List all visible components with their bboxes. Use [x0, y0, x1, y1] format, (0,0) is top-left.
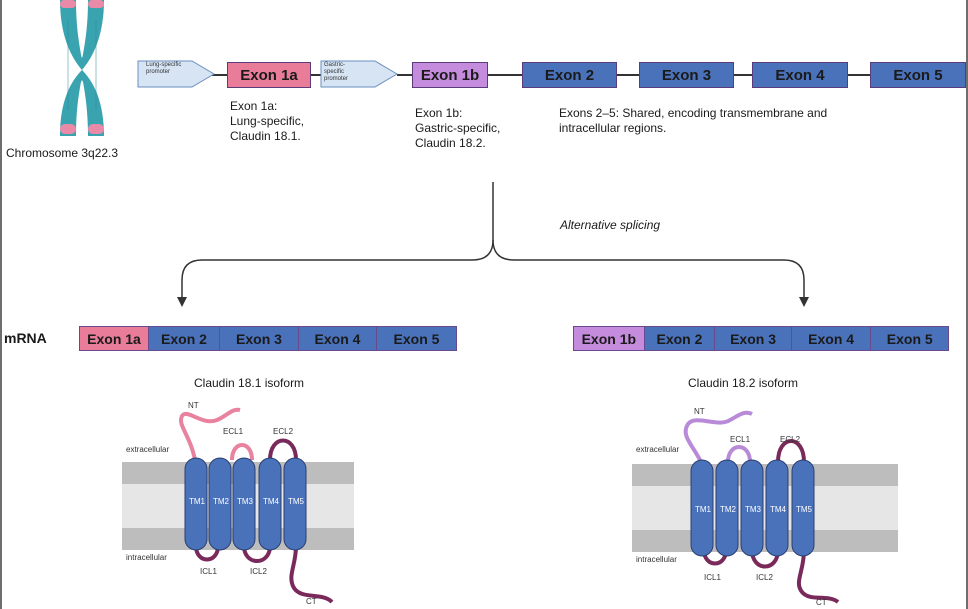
tm3-label: TM3 [745, 505, 762, 514]
mrna-label: mRNA [4, 330, 47, 346]
tm1-helix [690, 459, 714, 557]
icl2-loop [242, 545, 272, 563]
exon1b-note-line: Gastric-specific, [415, 121, 501, 135]
tm4-label: TM4 [263, 497, 280, 506]
ct-tail [289, 545, 334, 604]
shared-note-line: intracellular regions. [559, 121, 667, 135]
mrna-left-exon: Exon 4 [299, 327, 377, 350]
ecl1-label: ECL1 [223, 427, 244, 436]
intracellular-label: intracellular [126, 553, 167, 562]
nt-tail [179, 407, 241, 467]
exon1b-note: Exon 1b: Gastric-specific, Claudin 18.2. [415, 106, 500, 151]
ecl2-label: ECL2 [780, 435, 801, 444]
lung-promoter-arrow [137, 60, 215, 88]
mrna-right-exon: Exon 3 [715, 327, 792, 350]
tm2-label: TM2 [213, 497, 230, 506]
icl2-label: ICL2 [250, 567, 267, 576]
nt-tail [683, 410, 753, 465]
tm2-helix [715, 459, 739, 557]
mrna-right-exon: Exon 2 [644, 327, 716, 350]
ct-label: CT [816, 598, 827, 607]
mrna-right-exon: Exon 1b [574, 327, 645, 350]
tm5-helix [791, 459, 815, 557]
tm2-label: TM2 [720, 505, 737, 514]
tm4-helix [765, 459, 789, 557]
tm4-label: TM4 [770, 505, 787, 514]
exon1b-note-line: Exon 1b: [415, 106, 463, 120]
mrna-left: Exon 1a Exon 2 Exon 3 Exon 4 Exon 5 [79, 326, 457, 351]
ecl1-label: ECL1 [730, 435, 751, 444]
exon1a-note-line: Claudin 18.1. [230, 129, 301, 143]
splicing-label: Alternative splicing [560, 218, 661, 232]
tm3-helix [232, 457, 256, 551]
mrna-right: Exon 1b Exon 2 Exon 3 Exon 4 Exon 5 [573, 326, 949, 351]
intracellular-label: intracellular [636, 555, 677, 564]
extracellular-label: extracellular [636, 445, 679, 454]
gene-exon-1b: Exon 1b [412, 62, 488, 88]
gene-exon-3: Exon 3 [639, 62, 734, 88]
mrna-left-exon: Exon 1a [80, 327, 149, 350]
mrna-left-exon: Exon 5 [377, 327, 456, 350]
gene-exon-4: Exon 4 [752, 62, 848, 88]
tm3-helix [740, 459, 764, 557]
extracellular-label: extracellular [126, 445, 169, 454]
tm4-helix [258, 457, 282, 551]
tm3-label: TM3 [237, 497, 254, 506]
tm2-helix [208, 457, 232, 551]
gastric-promoter-label: Gastric-specific promoter [324, 62, 349, 82]
gene-line [848, 74, 870, 76]
ecl2-loop [776, 439, 806, 463]
icl1-label: ICL1 [200, 567, 217, 576]
gastric-promoter-arrow [320, 60, 398, 88]
membrane-core [632, 486, 898, 530]
icl1-label: ICL1 [704, 573, 721, 582]
exon1a-note-line: Lung-specific, [230, 114, 305, 128]
mrna-right-exon: Exon 4 [791, 327, 872, 350]
ecl1-loop [230, 443, 254, 461]
gene-exon-2: Exon 2 [522, 62, 617, 88]
gene-line [310, 74, 324, 76]
shared-note-line: Exons 2–5: Shared, encoding transmembran… [559, 106, 828, 120]
nt-label: NT [188, 401, 199, 410]
gene-line [734, 74, 752, 76]
tm1-label: TM1 [189, 497, 206, 506]
exon1a-note-line: Exon 1a: [230, 99, 278, 113]
tm1-helix [184, 457, 208, 551]
claudin-18-2-topology: TM1 TM2 TM3 TM4 TM5 NT ECL1 ECL2 extrace… [632, 407, 898, 607]
nt-label: NT [694, 407, 705, 416]
mrna-right-exon: Exon 5 [871, 327, 949, 350]
exon1b-note-line: Claudin 18.2. [415, 136, 486, 150]
claudin-18-1-topology: TM1 TM2 TM3 TM4 TM5 NT ECL1 ECL2 extrace… [122, 401, 354, 606]
claudin-18-1-title: Claudin 18.1 isoform [194, 376, 305, 390]
gene-exon-5: Exon 5 [870, 62, 966, 88]
tm5-helix [283, 457, 307, 551]
ct-tail [796, 549, 840, 604]
lung-promoter-label: Lung-specific promoter [146, 62, 182, 75]
ecl2-label: ECL2 [273, 427, 294, 436]
gene-line [488, 74, 522, 76]
mrna-left-exon: Exon 2 [149, 327, 220, 350]
gene-line [617, 74, 639, 76]
chromosome-icon [60, 0, 104, 136]
splicing-branch-arrows [177, 182, 809, 307]
ct-label: CT [306, 597, 317, 606]
shared-exons-note: Exons 2–5: Shared, encoding transmembran… [559, 106, 827, 136]
tm5-label: TM5 [288, 497, 305, 506]
exon1a-note: Exon 1a: Lung-specific, Claudin 18.1. [230, 99, 304, 144]
tm1-label: TM1 [695, 505, 712, 514]
mrna-left-exon: Exon 3 [220, 327, 299, 350]
ecl2-loop [268, 438, 298, 461]
gene-line [212, 74, 227, 76]
icl2-label: ICL2 [756, 573, 773, 582]
gene-line [397, 74, 412, 76]
claudin-18-2-title: Claudin 18.2 isoform [688, 376, 799, 390]
ecl1-loop [726, 445, 752, 463]
gene-exon-1a: Exon 1a [227, 62, 311, 88]
chromosome-label: Chromosome 3q22.3 [6, 146, 119, 160]
tm5-label: TM5 [796, 505, 813, 514]
